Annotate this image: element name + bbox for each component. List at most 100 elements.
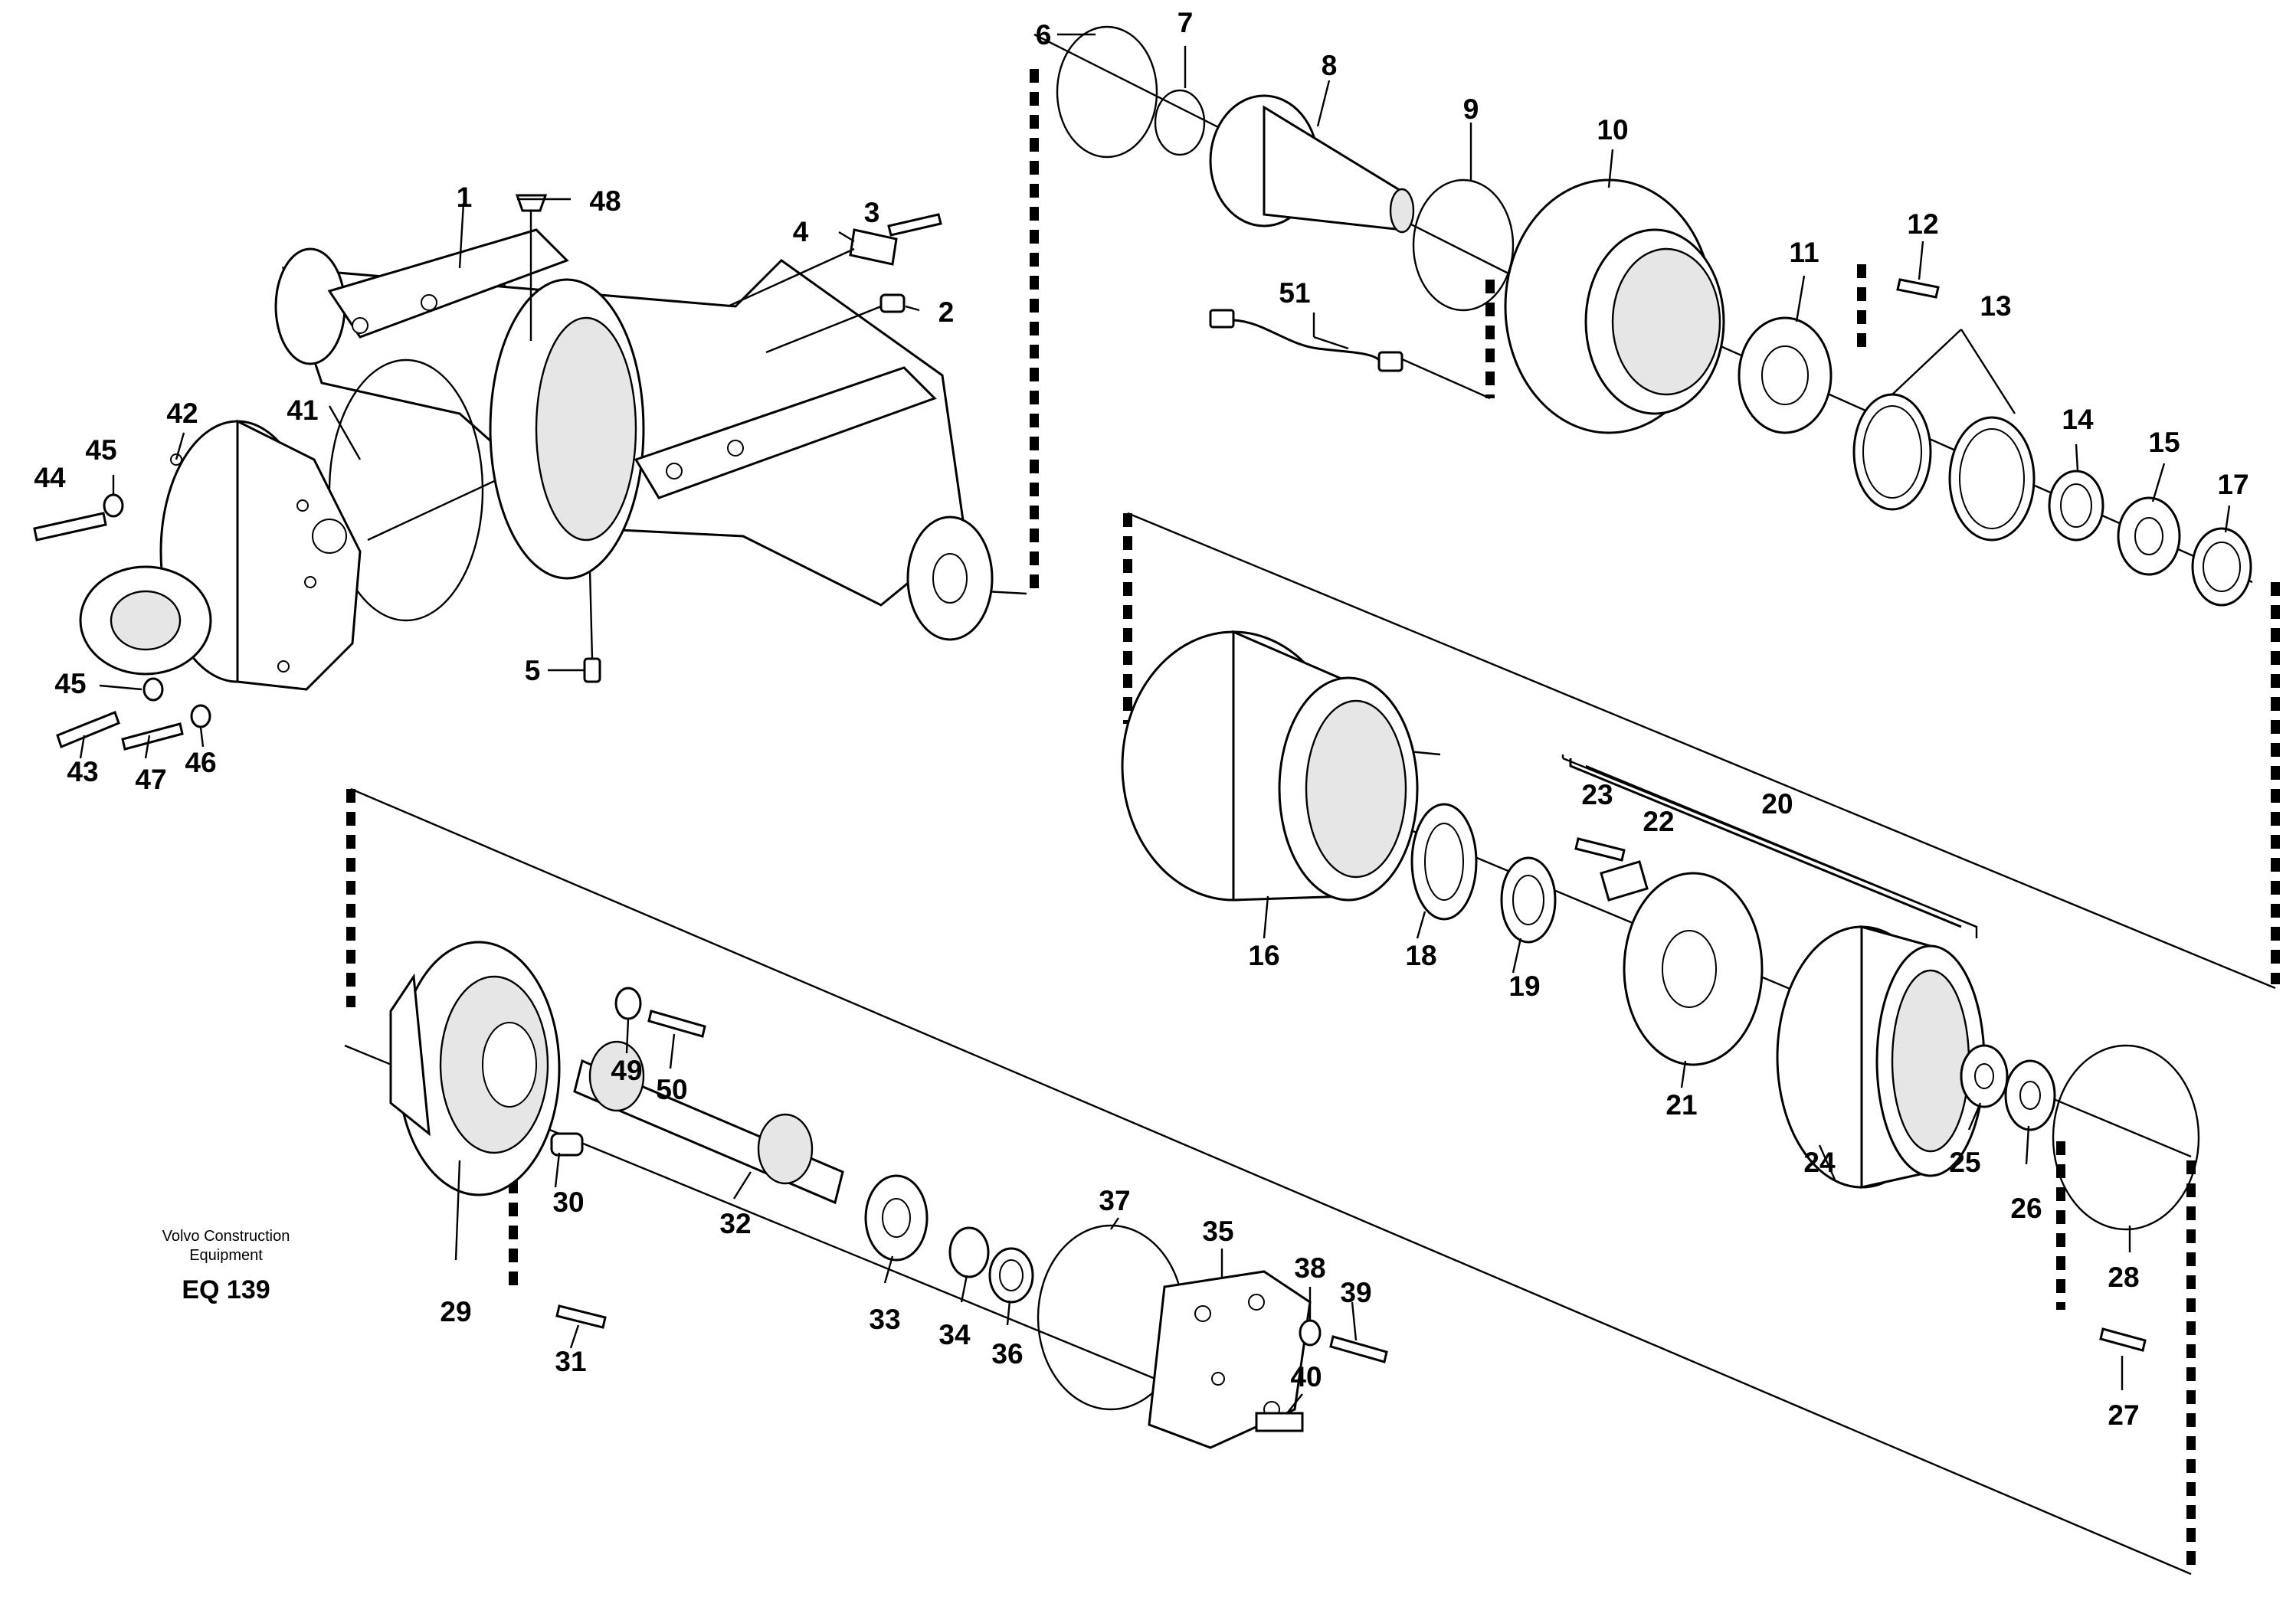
thrust-washer-36 <box>988 1247 1034 1304</box>
callout-16-label: 16 <box>1248 940 1279 971</box>
callout-39: 39 <box>1340 1277 1371 1308</box>
plug-5 <box>583 657 601 683</box>
callout-34: 34 <box>938 1319 971 1350</box>
callout-1: 1 <box>457 182 473 213</box>
circlip-34 <box>948 1226 990 1278</box>
company-line-2: Equipment <box>189 1247 263 1264</box>
callout-31: 31 <box>555 1346 586 1377</box>
callout-leader-lines <box>79 33 2231 1414</box>
callout-47: 47 <box>135 764 166 795</box>
callout-24: 24 <box>1803 1147 1836 1178</box>
o-ring-7 <box>1154 89 1206 156</box>
callout-3: 3 <box>864 197 880 228</box>
callout-45-bottom: 45 <box>54 668 86 699</box>
planet-gear-21 <box>1623 872 1764 1066</box>
bearing-cup-18 <box>1410 803 1478 921</box>
callout-21: 21 <box>1666 1089 1697 1121</box>
washer-46 <box>190 704 211 728</box>
hub-10 <box>1504 178 1725 434</box>
seal-9 <box>1412 178 1515 312</box>
plate-22 <box>1600 860 1649 902</box>
callout-33: 33 <box>869 1304 900 1335</box>
callout-11: 11 <box>1789 237 1819 268</box>
callout-25: 25 <box>1949 1147 1980 1178</box>
bolt-50 <box>647 1010 706 1038</box>
bearing-cone-15 <box>2117 496 2181 576</box>
differential-carrier-42 <box>79 419 362 691</box>
bolt-31 <box>555 1304 607 1329</box>
washer-45-top <box>103 493 124 518</box>
callout-12: 12 <box>1907 208 1938 240</box>
callout-23: 23 <box>1581 779 1613 810</box>
callout-50: 50 <box>656 1074 687 1105</box>
company-line-1: Volvo Construction <box>162 1228 290 1245</box>
callout-28: 28 <box>2108 1262 2139 1293</box>
bolt-43 <box>56 711 120 749</box>
planet-carrier-16 <box>1121 630 1419 902</box>
retainer-26 <box>2004 1059 2056 1131</box>
gear-33 <box>864 1174 929 1262</box>
callout-30: 30 <box>552 1186 584 1218</box>
callout-40: 40 <box>1290 1361 1322 1393</box>
plug-30 <box>550 1132 584 1157</box>
callout-9: 9 <box>1463 93 1479 125</box>
bolt-27 <box>2099 1327 2147 1352</box>
bolt-40 <box>1255 1412 1304 1432</box>
sensor-51 <box>1209 309 1403 372</box>
callout-20: 20 <box>1761 788 1793 820</box>
callout-10: 10 <box>1597 114 1628 146</box>
callout-48: 48 <box>589 185 621 217</box>
callout-38: 38 <box>1294 1252 1325 1284</box>
callout-15: 15 <box>2148 427 2180 458</box>
callout-8: 8 <box>1322 50 1338 81</box>
callout-7: 7 <box>1177 7 1194 38</box>
hub-25 <box>1960 1044 2009 1108</box>
callout-22: 22 <box>1643 806 1674 837</box>
screw-3 <box>887 213 942 237</box>
washer-45-bottom <box>142 677 164 702</box>
callout-46: 46 <box>185 747 216 778</box>
callout-49: 49 <box>611 1055 642 1086</box>
callout-labels: 1 2 3 4 5 6 7 8 9 10 11 12 13 14 15 17 1… <box>34 7 2249 1431</box>
ring-gear-24 <box>1776 925 1986 1189</box>
callout-19: 19 <box>1508 970 1540 1002</box>
callout-14: 14 <box>2062 404 2094 435</box>
bolt-39 <box>1329 1335 1388 1363</box>
breather-48 <box>515 194 548 212</box>
washer-38 <box>1299 1319 1322 1347</box>
callout-27: 27 <box>2108 1399 2139 1431</box>
callout-51: 51 <box>1279 277 1310 309</box>
callout-13: 13 <box>1980 290 2011 322</box>
section-break-lines <box>346 69 2280 1574</box>
callout-41: 41 <box>287 394 318 426</box>
callout-44: 44 <box>34 462 66 493</box>
callout-18: 18 <box>1405 940 1436 971</box>
callout-42: 42 <box>166 398 198 429</box>
bolt-44 <box>33 512 107 542</box>
callout-4: 4 <box>793 216 809 247</box>
screw-23 <box>1574 837 1626 862</box>
planet-carrier-29 <box>389 941 561 1196</box>
plug-2 <box>879 293 906 313</box>
fasteners-left <box>33 493 211 751</box>
ring-14 <box>2048 470 2104 542</box>
callout-6: 6 <box>1036 19 1052 51</box>
housing-small-parts <box>515 194 942 683</box>
callout-32: 32 <box>719 1208 751 1239</box>
callout-37: 37 <box>1099 1185 1130 1216</box>
o-ring-28 <box>2052 1044 2200 1231</box>
bearing-cage-11 <box>1738 316 1833 434</box>
spindle-8 <box>1209 94 1415 234</box>
washer-49 <box>614 987 642 1020</box>
axle-housing <box>274 228 994 641</box>
plate-4 <box>849 228 898 266</box>
drawing-number: EQ 139 <box>182 1275 270 1304</box>
callout-2: 2 <box>938 296 955 328</box>
callout-26: 26 <box>2010 1193 2042 1224</box>
callout-5: 5 <box>525 655 541 686</box>
callout-29: 29 <box>440 1296 471 1327</box>
callout-36: 36 <box>991 1338 1023 1370</box>
bolt-12 <box>1896 278 1940 299</box>
callout-16: 17 <box>2217 469 2249 500</box>
